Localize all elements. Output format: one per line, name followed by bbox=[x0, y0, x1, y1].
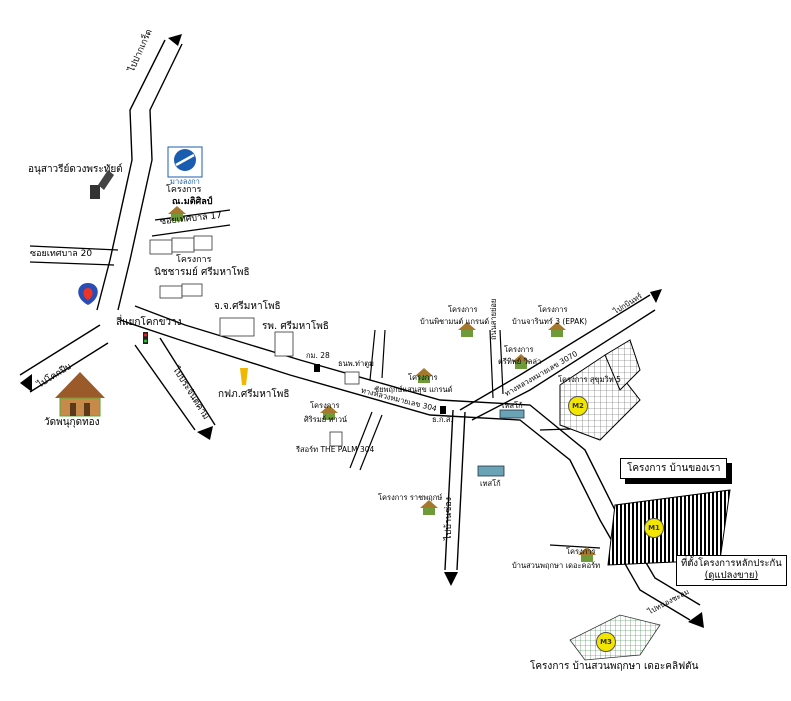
label-pea: กฟภ.ศรีมหาโพธิ bbox=[218, 389, 290, 400]
label-school: จ.จ.ศรีมหาโพธิ bbox=[214, 301, 281, 312]
label-to-south: ไปบ้านซ่อง bbox=[444, 496, 454, 540]
badge-m1: M1 bbox=[644, 518, 664, 538]
arrow-north bbox=[168, 34, 182, 46]
label-proj-sirirom-1: โครงการ bbox=[310, 401, 340, 410]
lamp-icon bbox=[240, 368, 248, 385]
road-south-west bbox=[134, 337, 216, 431]
label-proj-jarin-2: บ้านจารินทร์ 3 (EPAK) bbox=[512, 317, 588, 326]
label-our-project: โครงการ บ้านของเรา bbox=[627, 463, 721, 474]
road-soi17 bbox=[151, 209, 231, 237]
road-north-east bbox=[459, 294, 656, 421]
arrow-south-east bbox=[688, 612, 704, 628]
label-proj-nicha-2: นิชชารมย์ ศรีมหาโพธิ bbox=[154, 267, 250, 278]
monument-icon bbox=[90, 170, 114, 199]
label-temple: วัดพนุกุดทอง bbox=[44, 417, 100, 428]
label-proj-sukumvit: โครงการ สุขุมวิท 5 bbox=[558, 375, 621, 384]
road-north bbox=[96, 39, 183, 311]
label-soi20: ซอยเทศบาล 20 bbox=[30, 249, 93, 259]
label-proj-baan-2: บ้านพิชามนต์ แกรนด์ bbox=[420, 317, 490, 326]
arrow-south-west bbox=[197, 426, 213, 440]
arrow-east bbox=[650, 289, 662, 303]
parcel-m1 bbox=[607, 489, 731, 566]
label-proj-bottom: โครงการ บ้านสวนพฤกษา เดอะคลิฟตัน bbox=[530, 661, 699, 672]
label-vertical-road: ถนนสายย่อย bbox=[489, 298, 498, 340]
road-west bbox=[19, 324, 109, 393]
label-hospital: รพ. ศรีมหาโพธิ bbox=[262, 321, 329, 332]
label-km: กม. 28 bbox=[306, 351, 330, 360]
label-bank: ธนพ.ท่าตูม bbox=[338, 359, 375, 368]
logo-icon bbox=[167, 146, 203, 178]
label-proj-rachapruek: โครงการ ราชพฤกษ์ bbox=[378, 493, 443, 502]
badge-m3: M3 bbox=[596, 632, 616, 652]
label-proj-top-2: ณ.มติศิลป์ bbox=[172, 197, 213, 207]
label-logo: มางลงกา bbox=[170, 177, 200, 186]
label-main-site-1: ที่ตั้งโครงการหลักประกัน bbox=[681, 558, 782, 569]
our-project-box: โครงการ บ้านของเรา bbox=[620, 458, 728, 479]
sbl-icon bbox=[440, 406, 446, 414]
parcel-m2b bbox=[604, 339, 641, 391]
label-junction: สี่แยกโคกขวาง bbox=[116, 317, 182, 328]
label-proj-home-1: โครงการ bbox=[504, 345, 534, 354]
temple-icon bbox=[55, 372, 105, 417]
arrow-south bbox=[444, 572, 458, 586]
label-proj-mid-2: ชัยพฤกษ์แสนสุข แกรนด์ bbox=[374, 385, 453, 394]
house-icon bbox=[168, 206, 596, 562]
label-proj-baan-1: โครงการ bbox=[448, 305, 478, 314]
label-monument: อนุสาวรีย์ดวงพระทัยต์ bbox=[28, 164, 123, 175]
label-proj-top-1: โครงการ bbox=[166, 185, 202, 195]
road-south bbox=[444, 409, 466, 571]
label-sbl: ธ.ก.ส. bbox=[432, 415, 453, 424]
label-proj-jarin-1: โครงการ bbox=[538, 305, 568, 314]
label-proj-suan-1: โครงการ bbox=[566, 547, 596, 556]
ptt-icon bbox=[78, 283, 98, 305]
arrow-west bbox=[20, 374, 32, 392]
label-resort: รีสอร์ท THE PALM 304 bbox=[296, 445, 375, 454]
label-tesco-2: เทสโก้ bbox=[480, 479, 501, 488]
road-soi20 bbox=[29, 245, 119, 266]
label-proj-mid-1: โครงการ bbox=[408, 373, 438, 382]
badge-m2: M2 bbox=[568, 396, 588, 416]
building-icon bbox=[477, 409, 525, 477]
label-main-site-2: (ดูแปลงขาย) bbox=[704, 570, 759, 582]
km-marker-icon bbox=[314, 364, 320, 372]
label-proj-suan-2: บ้านสวนพฤกษา เดอะคอร์ท bbox=[512, 561, 601, 570]
building-icon bbox=[149, 235, 360, 447]
label-proj-home-2: ตรีทิพย์ วิลล่า bbox=[498, 357, 542, 366]
label-proj-sirirom-2: ศิริรมย์ ทาวน์ bbox=[304, 415, 348, 424]
label-proj-nicha-1: โครงการ bbox=[176, 255, 212, 265]
traffic-light-icon bbox=[143, 332, 148, 344]
main-site-box: ที่ตั้งโครงการหลักประกัน (ดูแปลงขาย) bbox=[676, 555, 787, 586]
label-tesco: เทสโก้ bbox=[502, 401, 523, 410]
